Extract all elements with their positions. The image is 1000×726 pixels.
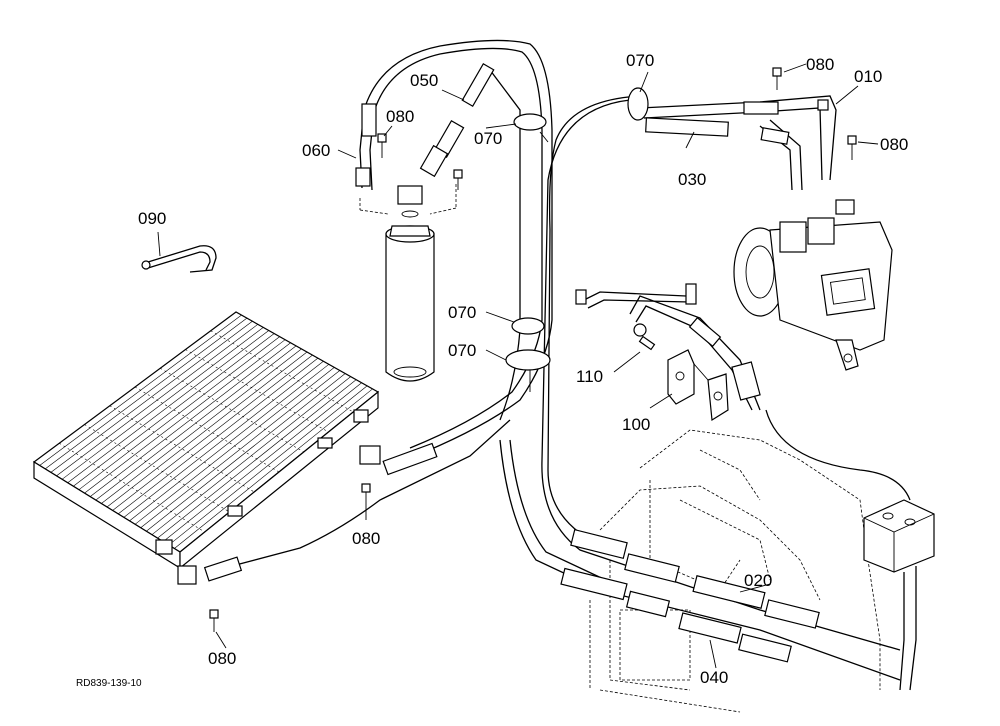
- condenser-fin: [106, 351, 308, 508]
- callout-090: 090: [138, 209, 166, 228]
- callout-110: 110: [576, 367, 603, 386]
- callout-030: 030: [678, 170, 706, 189]
- compressor: [733, 199, 893, 371]
- condenser-fin: [50, 320, 253, 473]
- callout-050: 050: [410, 71, 438, 90]
- callout-080-condenser: 080: [352, 529, 380, 548]
- callout-040: 040: [700, 668, 728, 687]
- callout-010: 010: [854, 67, 882, 86]
- callout-020: 020: [744, 571, 772, 590]
- condenser-tube: [210, 330, 354, 413]
- condenser-fin: [45, 317, 248, 470]
- condenser-fin: [168, 385, 368, 546]
- condenser-fin: [61, 327, 264, 480]
- callout-070-top: 070: [626, 51, 654, 70]
- callout-labels: 010 020 030 040 050 060 070 070 070 070 …: [138, 51, 908, 687]
- callout-080-top: 080: [806, 55, 834, 74]
- condenser-fin: [162, 382, 362, 542]
- bracket: [638, 335, 729, 422]
- callout-080-bottom: 080: [208, 649, 236, 668]
- callout-060: 060: [302, 141, 330, 160]
- condenser-tube: [59, 442, 205, 533]
- condenser-fin: [67, 330, 269, 484]
- receiver-drier: [359, 184, 457, 382]
- callout-100: 100: [622, 415, 650, 434]
- callout-070-middle: 070: [448, 303, 476, 322]
- callout-080-right: 080: [880, 135, 908, 154]
- condenser-fin: [129, 364, 330, 522]
- condenser-fin: [140, 370, 340, 529]
- hoses: [231, 39, 917, 691]
- engine-block: [589, 429, 881, 713]
- condenser-fin: [101, 348, 302, 504]
- fittings: [177, 62, 820, 663]
- condenser: [32, 311, 380, 570]
- condenser-fin: [84, 339, 286, 494]
- condenser-fin: [146, 373, 346, 532]
- bolts: [209, 67, 857, 632]
- connector-block: [863, 499, 935, 573]
- callout-070-lower: 070: [448, 341, 476, 360]
- callout-080-drier: 080: [386, 107, 414, 126]
- callout-070-upper: 070: [474, 129, 502, 148]
- condenser-tube: [109, 405, 255, 493]
- condenser-tube: [84, 424, 230, 513]
- condenser-fin: [123, 360, 324, 518]
- reference-code: RD839-139-10: [76, 678, 142, 689]
- hose-clamps: [505, 87, 649, 392]
- leader-lines: [157, 63, 879, 669]
- hose-hanger: [141, 245, 217, 273]
- condenser-fin: [89, 342, 291, 497]
